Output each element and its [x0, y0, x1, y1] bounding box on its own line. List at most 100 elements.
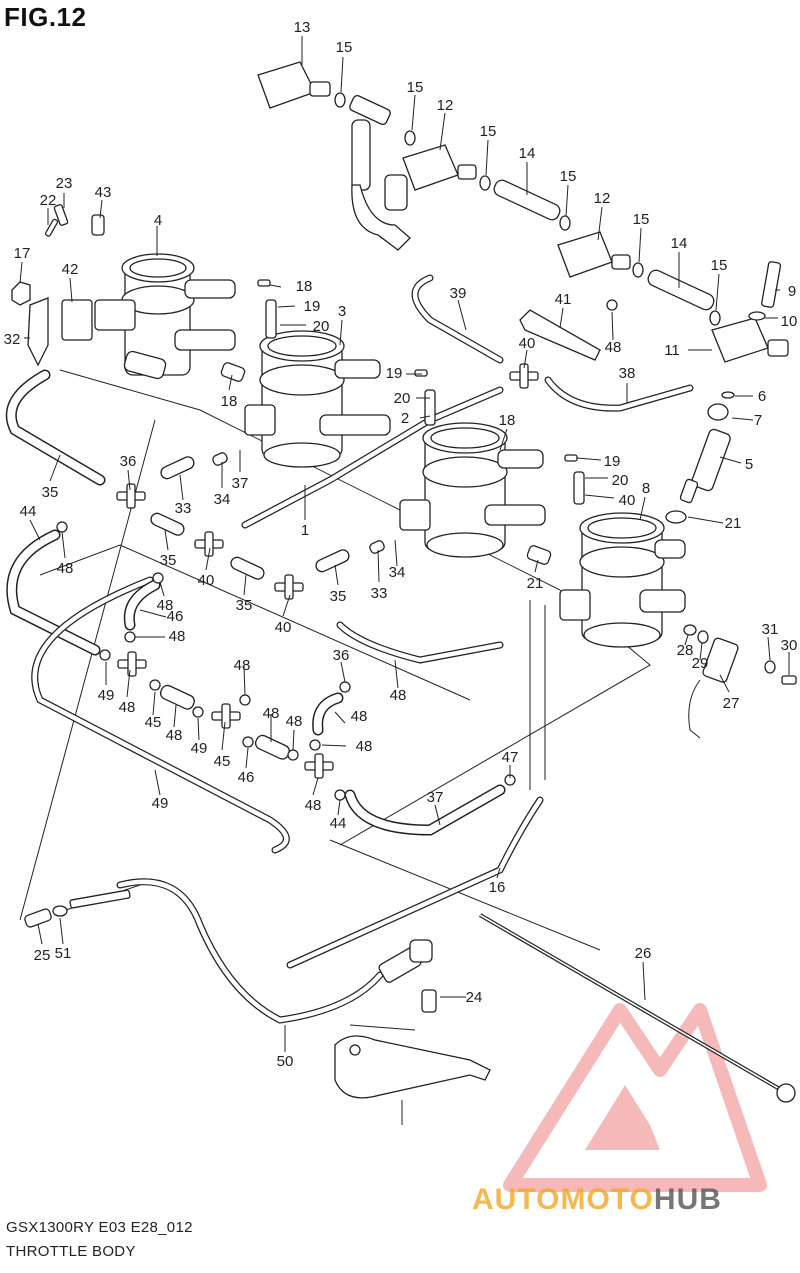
callout-34: 34 — [214, 491, 231, 508]
throttle-sensor — [683, 624, 797, 739]
callout-48: 48 — [286, 713, 303, 730]
callout-20: 20 — [394, 390, 411, 407]
callout-43: 43 — [95, 184, 112, 201]
throttle-cable — [69, 878, 433, 1024]
callout-46: 46 — [238, 769, 255, 786]
callout-10: 10 — [781, 313, 798, 330]
callout-5: 5 — [745, 456, 753, 473]
callout-35: 35 — [330, 588, 347, 605]
guide-lines — [19, 369, 651, 1031]
callout-11: 11 — [664, 342, 680, 359]
callout-48: 48 — [157, 597, 174, 614]
callout-21: 21 — [725, 515, 742, 532]
callout-19: 19 — [304, 298, 321, 315]
callout-22: 22 — [40, 192, 57, 209]
callout-45: 45 — [145, 714, 162, 731]
callout-1: 1 — [301, 522, 309, 539]
callout-33: 33 — [175, 500, 192, 517]
callout-19: 19 — [386, 365, 403, 382]
callout-2: 2 — [401, 410, 409, 427]
hose-clamps — [56, 299, 618, 801]
fuel-rail-assembly — [257, 61, 789, 363]
callout-8: 8 — [642, 480, 650, 497]
callout-27: 27 — [723, 695, 740, 712]
callout-36: 36 — [333, 647, 350, 664]
callout-15: 15 — [407, 79, 424, 96]
throttle-body-1 — [559, 512, 686, 648]
callout-46: 46 — [167, 608, 184, 625]
callout-44: 44 — [20, 503, 37, 520]
callout-48: 48 — [57, 560, 74, 577]
callout-48: 48 — [234, 657, 251, 674]
callout-13: 13 — [294, 19, 311, 36]
callout-18: 18 — [221, 393, 238, 410]
callout-48: 48 — [305, 797, 322, 814]
callout-17: 17 — [14, 245, 31, 262]
callout-38: 38 — [619, 365, 636, 382]
throttle-body-2 — [399, 422, 546, 558]
fuel-injector — [665, 261, 782, 524]
callout-20: 20 — [313, 318, 330, 335]
callout-15: 15 — [633, 211, 650, 228]
leader-lines — [19, 36, 790, 1125]
callout-18: 18 — [499, 412, 516, 429]
callout-35: 35 — [160, 552, 177, 569]
callout-20: 20 — [612, 472, 629, 489]
callout-35: 35 — [42, 484, 59, 501]
callout-48: 48 — [605, 339, 622, 356]
callout-9: 9 — [788, 283, 796, 300]
screws — [257, 279, 578, 462]
callout-15: 15 — [480, 123, 497, 140]
figure-title: FIG.12 — [4, 2, 87, 32]
figure-code: GSX1300RY E03 E28_012 — [6, 1219, 193, 1236]
callout-49: 49 — [191, 740, 208, 757]
callout-39: 39 — [450, 285, 467, 302]
callout-30: 30 — [781, 637, 798, 654]
callout-35: 35 — [236, 597, 253, 614]
callout-19: 19 — [604, 453, 621, 470]
linkage-parts — [11, 204, 105, 367]
callout-49: 49 — [152, 795, 169, 812]
springs — [24, 299, 585, 928]
callout-15: 15 — [560, 168, 577, 185]
callout-12: 12 — [594, 190, 611, 207]
callout-40: 40 — [275, 619, 292, 636]
callout-51: 51 — [55, 945, 72, 962]
throttle-body-4 — [94, 253, 236, 380]
callout-47: 47 — [502, 749, 519, 766]
callout-12: 12 — [437, 97, 454, 114]
callout-4: 4 — [154, 212, 162, 229]
callout-3: 3 — [338, 303, 346, 320]
callout-50: 50 — [277, 1053, 294, 1070]
callout-18: 18 — [296, 278, 313, 295]
callout-26: 26 — [635, 945, 652, 962]
callout-29: 29 — [692, 655, 709, 672]
callout-36: 36 — [120, 453, 137, 470]
callout-32: 32 — [4, 331, 21, 348]
callout-37: 37 — [427, 789, 444, 806]
callout-7: 7 — [754, 412, 762, 429]
callout-16: 16 — [489, 879, 506, 896]
t-joints — [116, 363, 539, 779]
callout-33: 33 — [371, 585, 388, 602]
callout-40: 40 — [519, 335, 536, 352]
callout-48: 48 — [119, 699, 136, 716]
callout-14: 14 — [519, 145, 536, 162]
watermark-brand-part1: AUTOMOTO — [472, 1183, 654, 1216]
callout-34: 34 — [389, 564, 406, 581]
figure-name: THROTTLE BODY — [6, 1243, 136, 1260]
callout-40: 40 — [619, 492, 636, 509]
callout-49: 49 — [98, 687, 115, 704]
callout-21: 21 — [527, 575, 544, 592]
o-rings — [334, 92, 721, 326]
callout-15: 15 — [711, 257, 728, 274]
callout-48: 48 — [166, 727, 183, 744]
throttle-body-3 — [244, 330, 391, 468]
callout-37: 37 — [232, 475, 249, 492]
callout-28: 28 — [677, 642, 694, 659]
callout-42: 42 — [62, 261, 79, 278]
callout-15: 15 — [336, 39, 353, 56]
callout-24: 24 — [466, 989, 483, 1006]
